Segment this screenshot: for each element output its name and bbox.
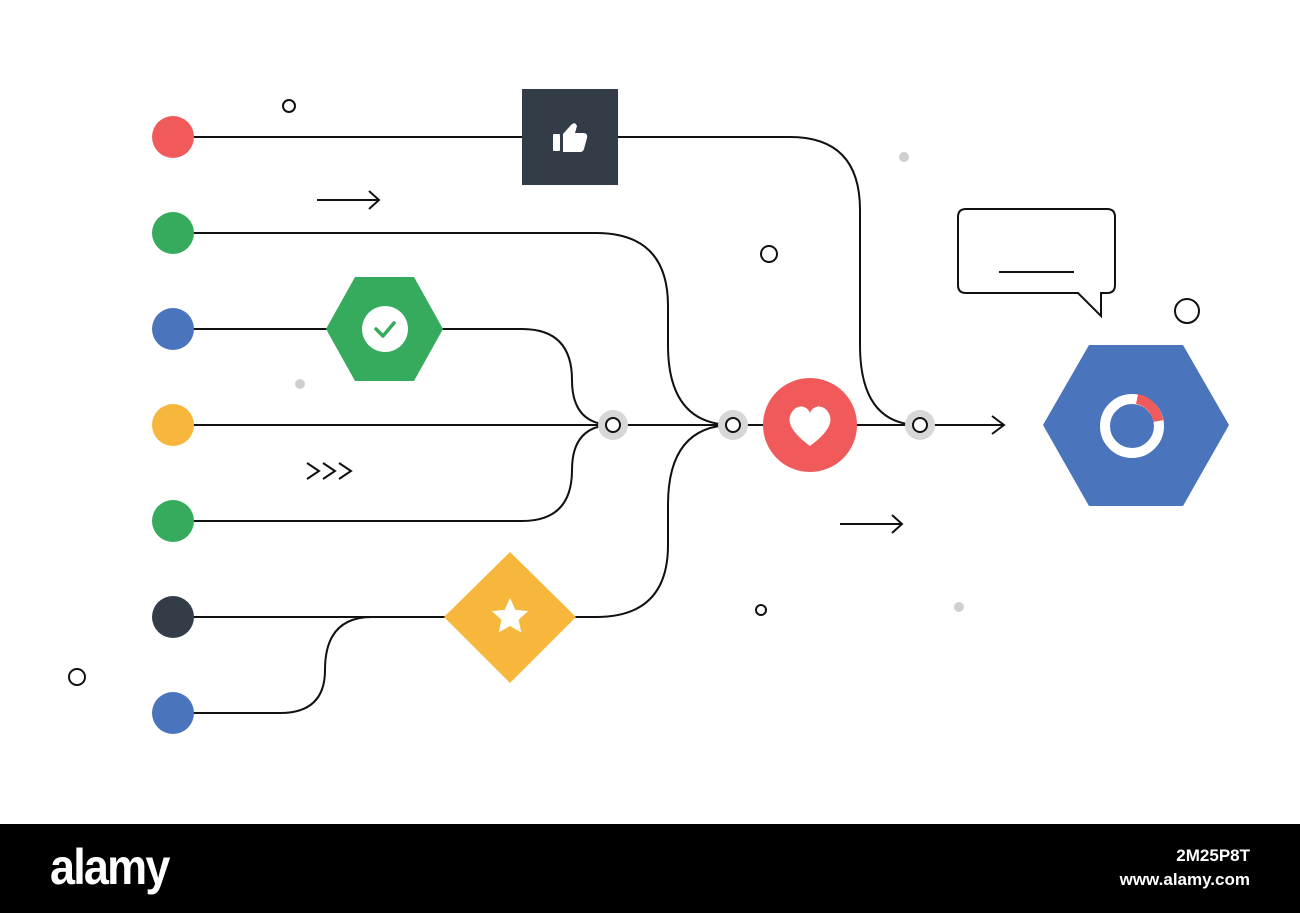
input-dot <box>152 116 194 158</box>
input-dot <box>152 692 194 734</box>
decor-ring <box>68 668 86 686</box>
decor-dot <box>295 379 305 389</box>
input-dot <box>152 404 194 446</box>
check-node <box>326 277 443 381</box>
input-dot <box>152 308 194 350</box>
brand-logo: alamy <box>50 839 170 895</box>
decor-ring <box>755 604 767 616</box>
thumbs-up-node <box>522 89 618 185</box>
input-dots <box>152 116 194 734</box>
donut-chart-icon <box>1100 394 1164 458</box>
junction-node <box>598 410 628 440</box>
heart-node <box>763 378 857 472</box>
star-icon <box>491 598 529 633</box>
flow-diagram <box>68 89 1229 734</box>
decorative-arrows <box>306 190 904 534</box>
arrow-right-icon <box>317 190 381 210</box>
thumbs-up-icon <box>553 123 588 152</box>
connector-lines <box>173 136 1006 714</box>
connector-line <box>173 424 614 522</box>
decor-ring <box>760 245 778 263</box>
decor-ring <box>1174 298 1200 324</box>
input-dot <box>152 500 194 542</box>
image-id: 2M25P8T <box>1176 846 1250 865</box>
decorative-dots <box>68 99 1200 686</box>
decor-ring <box>282 99 296 113</box>
watermark-bar: alamy 2M25P8T www.alamy.com <box>0 824 1300 913</box>
decor-dot <box>954 602 964 612</box>
check-icon <box>374 321 396 338</box>
junctions <box>598 410 935 440</box>
site-url: www.alamy.com <box>1119 870 1250 889</box>
connector-line <box>173 328 614 426</box>
connector-line <box>173 424 734 618</box>
junction-node <box>718 410 748 440</box>
connector-line <box>173 616 440 714</box>
connector-line <box>991 415 1006 435</box>
decor-dot <box>899 152 909 162</box>
star-node <box>444 552 576 683</box>
connector-line <box>173 232 734 426</box>
triple-chevron-icon <box>306 462 353 480</box>
heart-icon <box>789 406 831 446</box>
junction-node <box>905 410 935 440</box>
connector-line <box>173 136 921 426</box>
donut-node <box>1043 345 1229 506</box>
speech-bubble-icon <box>957 208 1116 319</box>
input-dot <box>152 212 194 254</box>
arrow-right-icon <box>840 514 904 534</box>
input-dot <box>152 596 194 638</box>
